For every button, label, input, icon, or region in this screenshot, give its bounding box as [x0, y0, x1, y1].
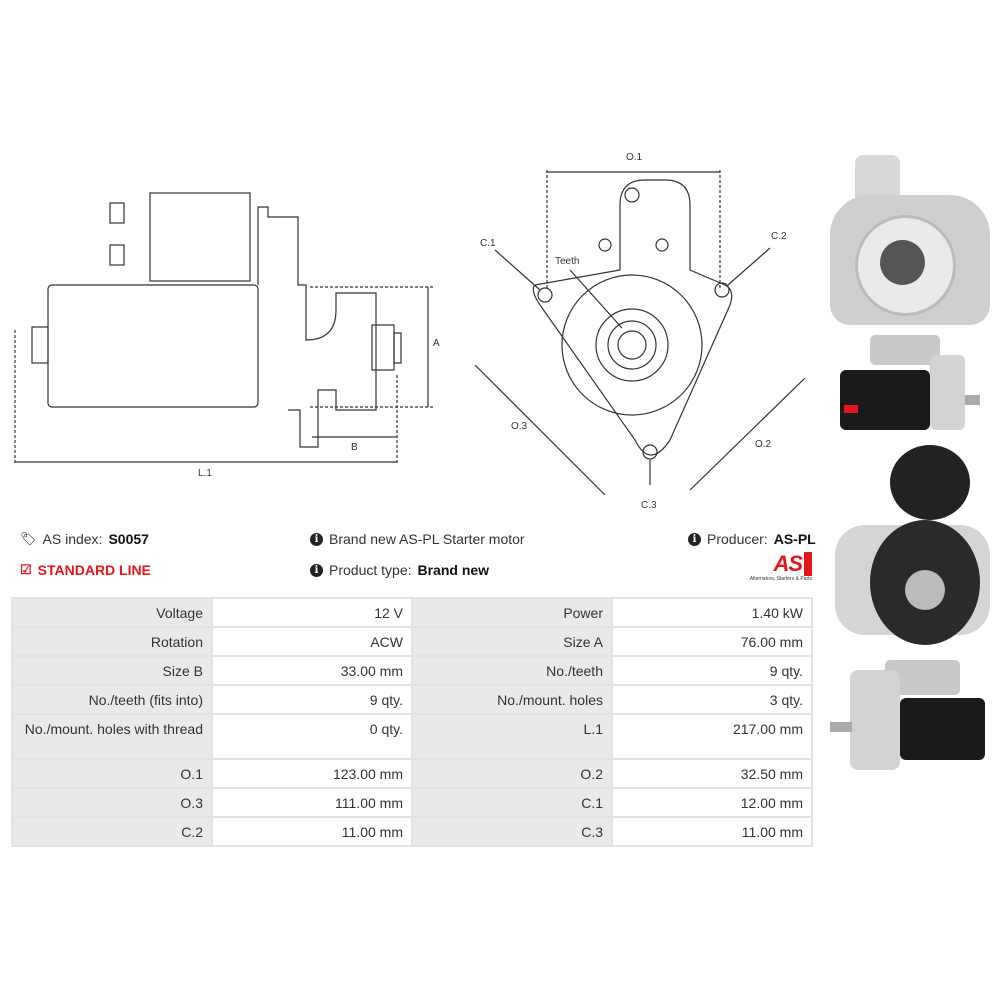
description-text: Brand new AS-PL Starter motor — [329, 531, 525, 547]
side-view-drawing — [14, 192, 435, 465]
product-type-label: Product type: — [329, 562, 412, 578]
spec-label: C.3 — [411, 816, 613, 847]
spec-label: O.3 — [11, 787, 213, 818]
product-type: i Product type: Brand new — [310, 562, 489, 578]
spec-value: 33.00 mm — [211, 655, 413, 686]
info-icon: i — [310, 532, 323, 546]
as-pl-logo: AS Alternators, Starters & Parts — [730, 552, 812, 582]
spec-value: 3 qty. — [611, 684, 813, 715]
spec-label: Size B — [11, 655, 213, 686]
as-index-value: S0057 — [108, 531, 149, 547]
spec-label: No./mount. holes with thread — [11, 713, 213, 760]
product-photo-rear — [830, 445, 995, 650]
spec-value: 9 qty. — [211, 684, 413, 715]
spec-value: ACW — [211, 626, 413, 657]
producer-label: Producer: — [707, 531, 768, 547]
product-photo-side-2 — [830, 660, 990, 770]
dim-label-o3: O.3 — [511, 421, 528, 432]
spec-label: Power — [411, 597, 613, 628]
logo-mark: AS — [773, 552, 812, 576]
spec-label: O.1 — [11, 758, 213, 789]
spec-label: Voltage — [11, 597, 213, 628]
spec-value: 32.50 mm — [611, 758, 813, 789]
dim-label-b: B — [351, 442, 358, 453]
dim-label-a: A — [433, 338, 440, 349]
front-view-drawing — [474, 170, 806, 496]
spec-label: O.2 — [411, 758, 613, 789]
info-icon: i — [310, 563, 323, 577]
spec-label: No./teeth (fits into) — [11, 684, 213, 715]
dim-label-c1: C.1 — [480, 238, 496, 249]
spec-label: No./mount. holes — [411, 684, 613, 715]
spec-label: Size A — [411, 626, 613, 657]
spec-value: 76.00 mm — [611, 626, 813, 657]
producer-value: AS-PL — [773, 531, 816, 547]
spec-value: 12.00 mm — [611, 787, 813, 818]
spec-value: 11.00 mm — [611, 816, 813, 847]
spec-row: No./teeth (fits into)9 qty.No./mount. ho… — [11, 684, 813, 715]
spec-value: 12 V — [211, 597, 413, 628]
spec-label: No./teeth — [411, 655, 613, 686]
spec-label: L.1 — [411, 713, 613, 760]
spec-label: Rotation — [11, 626, 213, 657]
dim-label-teeth: Teeth — [555, 256, 580, 267]
checkbox-checked-icon: ☑ — [20, 562, 32, 577]
dim-label-c3: C.3 — [641, 500, 657, 511]
product-line: ☑ STANDARD LINE — [20, 562, 151, 578]
info-icon: i — [688, 532, 701, 546]
spec-value: 217.00 mm — [611, 713, 813, 760]
spec-label: C.1 — [411, 787, 613, 818]
spec-value: 123.00 mm — [211, 758, 413, 789]
spec-value: 11.00 mm — [211, 816, 413, 847]
tag-icon: 🏷︎ — [20, 531, 37, 546]
product-photo-side — [830, 335, 990, 435]
producer: i Producer: AS-PL — [688, 531, 816, 547]
spec-label: C.2 — [11, 816, 213, 847]
spec-value: 111.00 mm — [211, 787, 413, 818]
as-index: 🏷︎ AS index: S0057 — [20, 531, 149, 547]
dim-label-l1: L.1 — [198, 468, 212, 479]
spec-value: 0 qty. — [211, 713, 413, 760]
as-index-label: AS index: — [42, 531, 103, 547]
logo-tagline: Alternators, Starters & Parts — [749, 576, 812, 582]
product-line-label: STANDARD LINE — [37, 562, 151, 578]
dim-label-o1: O.1 — [626, 152, 643, 163]
spec-value: 1.40 kW — [611, 597, 813, 628]
description: i Brand new AS-PL Starter motor — [310, 531, 525, 547]
dim-label-c2: C.2 — [771, 231, 787, 242]
spec-value: 9 qty. — [611, 655, 813, 686]
product-type-value: Brand new — [417, 562, 490, 578]
dim-label-o2: O.2 — [755, 439, 772, 450]
product-photo-front — [830, 155, 990, 325]
